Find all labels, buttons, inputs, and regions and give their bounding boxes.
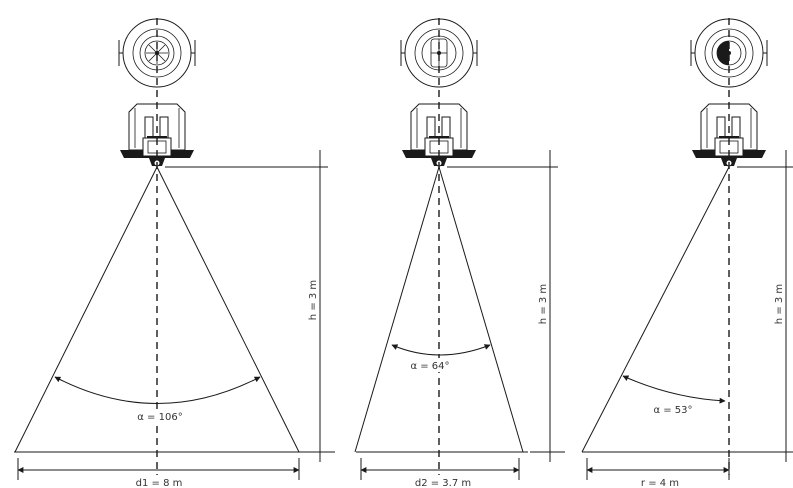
height-label-2: h = 3 m bbox=[538, 284, 549, 324]
sensor-top-view-icon bbox=[690, 18, 768, 88]
angle-label-1: α = 106° bbox=[137, 412, 182, 423]
sensor-diagram-2 bbox=[354, 18, 565, 480]
sensor-diagram-3 bbox=[581, 18, 793, 480]
sensor-top-view-icon bbox=[400, 18, 478, 88]
sensor-diagram-1 bbox=[14, 18, 335, 480]
height-label-1: h = 3 m bbox=[308, 280, 319, 320]
sensor-top-view-icon bbox=[118, 18, 196, 88]
angle-label-3: α = 53° bbox=[653, 405, 692, 416]
height-label-3: h = 3 m bbox=[774, 284, 785, 324]
distance-label-2: d2 = 3.7 m bbox=[415, 478, 471, 488]
angle-label-2: α = 64° bbox=[410, 361, 449, 372]
distance-label-1: d1 = 8 m bbox=[136, 478, 183, 488]
distance-label-3: r = 4 m bbox=[641, 478, 679, 488]
